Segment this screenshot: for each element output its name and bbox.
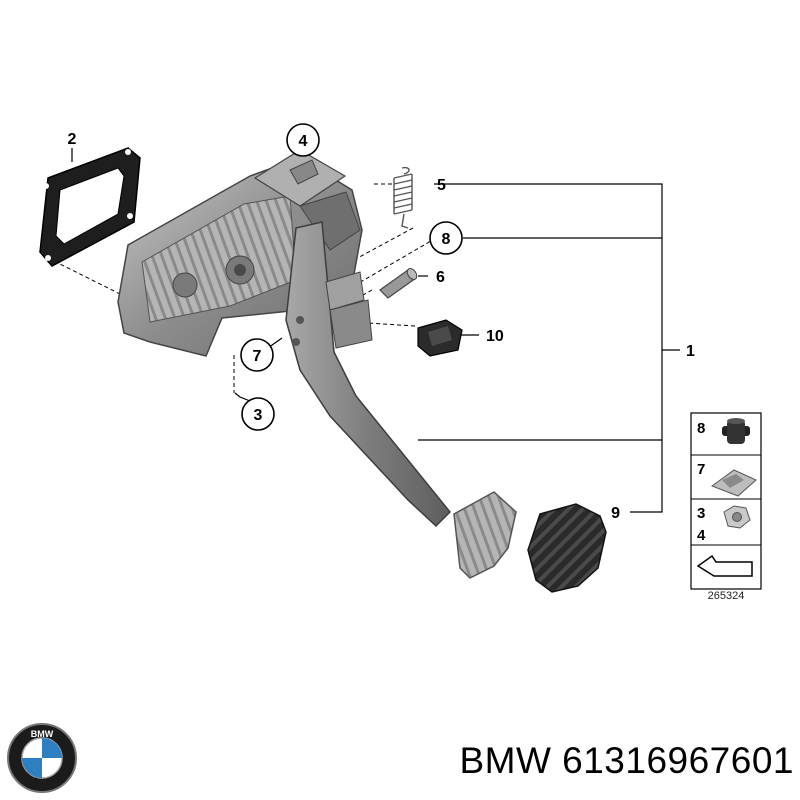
spring-clip-icon	[710, 469, 757, 497]
diagram-ref-number: 265324	[708, 590, 745, 602]
callout-7: 7	[240, 338, 274, 372]
callout-4: 4	[286, 123, 320, 157]
callout-3-label: 3	[254, 407, 263, 424]
pin-part	[379, 268, 418, 299]
callout-10-label: 10	[486, 328, 504, 345]
hardware-legend: 8 7 3 4 265324	[690, 412, 762, 602]
callout-7-label: 7	[253, 348, 262, 365]
callout-1-label: 1	[686, 343, 695, 360]
callout-2-label: 2	[68, 131, 77, 148]
bmw-roundel-logo: BMW	[7, 723, 77, 793]
hex-nut-icon	[723, 505, 751, 529]
grommet-icon	[722, 418, 750, 444]
spring-part	[393, 166, 413, 229]
callout-6-label: 6	[436, 269, 445, 286]
legend-row-3-label-a: 3	[697, 505, 705, 522]
gasket-part	[39, 147, 141, 267]
leader-lines	[71, 148, 680, 513]
bmw-logo-lettering: BMW	[31, 729, 54, 739]
callout-4-label: 4	[299, 133, 308, 150]
legend-row-3-label-b: 4	[697, 527, 706, 544]
legend-row-1-label: 8	[697, 420, 705, 437]
pedal-arm-part	[285, 221, 452, 528]
callout-8: 8	[429, 221, 463, 255]
bracket-outline-icon	[696, 554, 753, 577]
legend-row-2-label: 7	[697, 461, 705, 478]
callout-3: 3	[241, 397, 275, 431]
callout-5-label: 5	[437, 177, 446, 194]
pedal-plate-part	[453, 491, 517, 579]
pedal-pad-part	[527, 503, 607, 593]
callout-8-label: 8	[442, 231, 451, 248]
callout-9-label: 9	[611, 505, 620, 522]
part-number-caption: BMW 61316967601	[459, 740, 794, 781]
switch-part	[417, 319, 463, 357]
clip-hardware-part	[325, 271, 373, 349]
